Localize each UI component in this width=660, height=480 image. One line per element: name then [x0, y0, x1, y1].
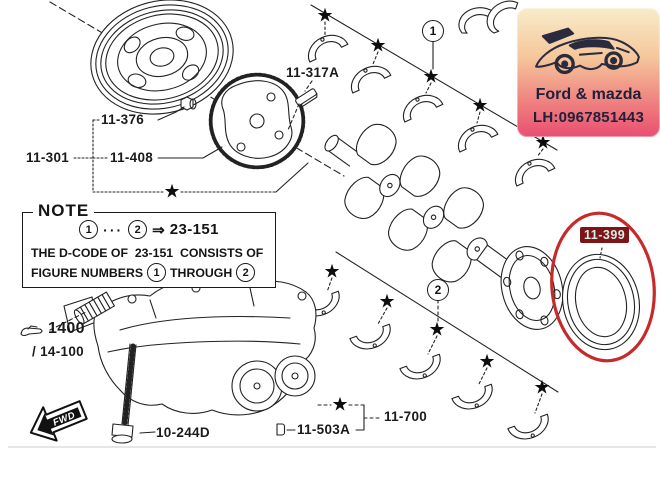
- label-pump-bolt: 10-244D: [156, 425, 210, 440]
- label-sprocket-plate: 11-408: [110, 150, 154, 165]
- dowel-pin: [276, 423, 296, 436]
- hand-pointer-icon: [20, 311, 87, 337]
- seller-watermark-badge: Ford & mazda LH:0967851443: [517, 8, 660, 137]
- note-circle-1b: 1: [147, 263, 167, 282]
- star-marker: ★: [378, 291, 396, 313]
- label-oil-seal-highlighted: 11-399: [580, 227, 630, 243]
- pump-bolt: [111, 343, 156, 444]
- note-title: NOTE: [33, 201, 95, 221]
- oil-seal-leader: [599, 247, 603, 259]
- note-box: NOTE 1 ··· 2 ⇒ 23-151 THE D-CODE OF 23-1…: [22, 201, 276, 288]
- oil-pump-assembly: [63, 279, 317, 416]
- star-marker: ★: [533, 377, 551, 399]
- left-bracket-leaders: [73, 106, 309, 193]
- sports-car-icon: [535, 27, 640, 75]
- note-circle-2: 2: [128, 220, 148, 239]
- label-oil-pump-group-alt: / 14-100: [32, 344, 84, 359]
- label-dowel: 11-503A: [297, 422, 351, 437]
- label-pulley-bolt: 11-376: [101, 112, 145, 127]
- note-body-line2b: THROUGH: [170, 265, 233, 280]
- woodruff-key: [295, 88, 318, 108]
- lower-bearing-series-line: [335, 251, 559, 393]
- star-marker: ★: [471, 95, 489, 117]
- key-leader: [287, 80, 313, 131]
- upper-bearing-series-line: [310, 4, 558, 151]
- star-marker: ★: [369, 35, 387, 57]
- callout-circle-2: 2: [427, 279, 449, 301]
- crank-rear-flange: [500, 246, 564, 330]
- star-marker: ★: [428, 319, 446, 341]
- star-marker: ★: [163, 181, 181, 203]
- note-dots: ···: [103, 221, 124, 238]
- crank-pulley: [90, 0, 234, 115]
- note-circle-2b: 2: [236, 263, 256, 282]
- label-woodruff-key: 11-317A: [286, 65, 340, 80]
- badge-brand-text: Ford & mazda: [535, 86, 642, 103]
- callout-circle-1: 1: [422, 20, 444, 42]
- lower-bearing-shells: [298, 290, 549, 440]
- scan-artifact-line: [8, 446, 656, 448]
- upper-bearing-shells: [307, 34, 556, 187]
- star-connectors: [324, 21, 544, 414]
- label-crankshaft: 11-301: [26, 150, 70, 165]
- note-body-line1: THE D-CODE OF 23-151 CONSISTS OF: [31, 246, 264, 260]
- sprocket-plate: [208, 72, 306, 170]
- oil-seal-ring: [561, 253, 641, 351]
- highlight-ellipse: [550, 211, 656, 363]
- label-bearing-set: 11-700: [384, 409, 428, 424]
- label-oil-pump-group: 1400: [48, 320, 85, 337]
- note-arrow: ⇒: [152, 221, 165, 239]
- thrust-washers: [458, 0, 519, 34]
- note-code: 23-151: [169, 221, 219, 238]
- star-marker: ★: [323, 261, 341, 283]
- note-body-line2a: FIGURE NUMBERS: [31, 265, 144, 280]
- star-marker: ★: [316, 5, 334, 27]
- badge-phone-text: LH:0967851443: [532, 109, 644, 126]
- star-marker: ★: [478, 351, 496, 373]
- star-marker: ★: [331, 394, 349, 416]
- star-marker: ★: [534, 132, 552, 154]
- bearing-set-bracket: [317, 404, 382, 431]
- crankshaft: [324, 123, 529, 290]
- star-marker: ★: [422, 66, 440, 88]
- note-formula: 1 ··· 2 ⇒ 23-151: [23, 220, 275, 239]
- note-circle-1: 1: [79, 220, 99, 239]
- note-body-line2: FIGURE NUMBERS 1 THROUGH 2: [31, 263, 256, 282]
- fwd-direction-arrow: FWD: [22, 390, 92, 450]
